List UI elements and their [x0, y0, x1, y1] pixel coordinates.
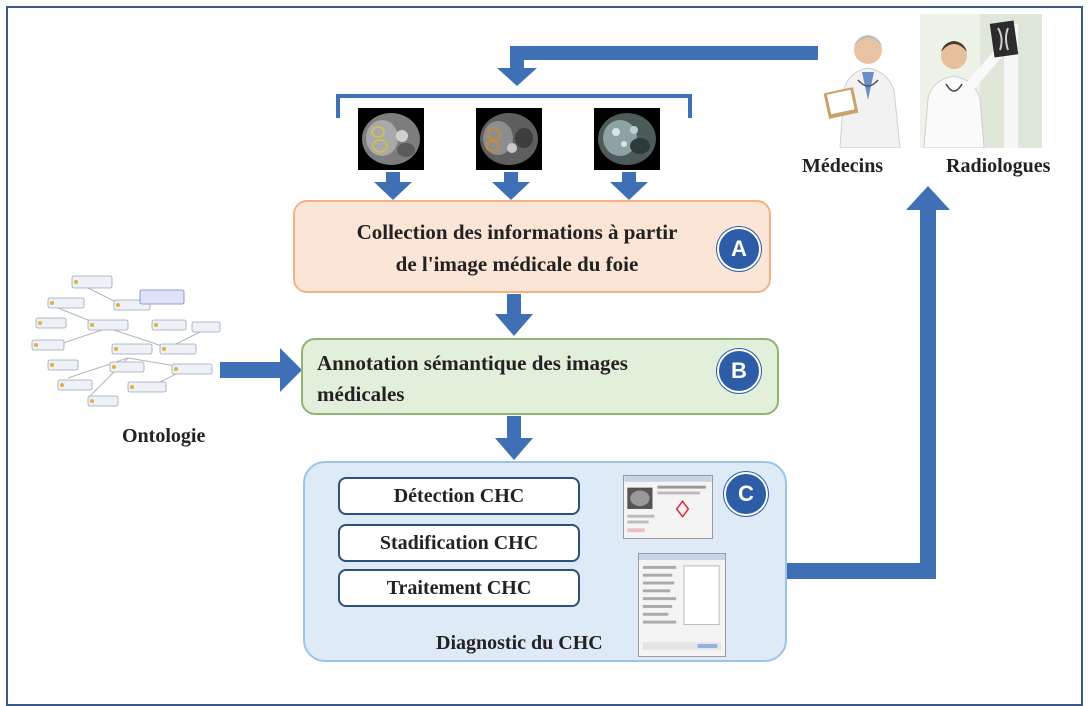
ct-bracket	[336, 94, 692, 118]
arrow-ct1-shaft	[386, 172, 400, 184]
step-a-badge: A	[717, 227, 761, 271]
arrow-b-c-shaft	[507, 416, 521, 440]
arrow-a-b-shaft	[507, 294, 521, 316]
arrow-ct2-shaft	[504, 172, 518, 184]
step-b-line2: médicales	[317, 382, 405, 406]
detection-box: Détection CHC	[338, 477, 580, 515]
arrow-ct1-head	[374, 182, 412, 200]
arrow-c-out-horizontal	[786, 563, 936, 579]
step-b-text: Annotation sémantique des images médical…	[317, 348, 737, 410]
step-b-badge: B	[717, 349, 761, 393]
step-c-badge: C	[724, 472, 768, 516]
diagnostic-label: Diagnostic du CHC	[436, 632, 603, 654]
liver-ct-scan-image	[594, 108, 660, 170]
flow-arrows	[220, 46, 950, 579]
diagram: Collection des informations à partir de …	[6, 6, 1083, 706]
arrow-onto-b-shaft	[220, 362, 282, 378]
ontology-label: Ontologie	[122, 425, 206, 447]
arrow-top-vertical	[510, 46, 524, 70]
liver-ct-scan-image	[476, 108, 542, 170]
doctors-label: Médecins	[802, 155, 884, 177]
step-a-line2: de l'image médicale du foie	[395, 252, 639, 276]
arrow-top-head	[497, 68, 537, 86]
arrow-b-c-head	[495, 438, 533, 460]
treatment-box: Traitement CHC	[338, 569, 580, 607]
radiologist-photo	[920, 14, 1042, 148]
step-a-line1: Collection des informations à partir	[356, 220, 678, 244]
doctor-photo	[818, 20, 918, 148]
software-screenshot-image	[623, 475, 713, 539]
arrow-c-out-head	[906, 186, 950, 210]
liver-ct-scan-image	[358, 108, 424, 170]
step-a-box: Collection des informations à partir de …	[293, 200, 771, 293]
arrow-c-out-vertical	[920, 205, 936, 579]
arrow-onto-b-head	[280, 348, 302, 392]
arrow-ct3-head	[610, 182, 648, 200]
step-a-text: Collection des informations à partir de …	[317, 216, 717, 280]
arrow-ct2-head	[492, 182, 530, 200]
arrow-ct3-shaft	[622, 172, 636, 184]
software-screenshot-image	[638, 553, 726, 657]
ontology-graph-image	[31, 275, 221, 407]
arrow-top-horizontal	[510, 46, 820, 60]
step-b-line1: Annotation sémantique des images	[317, 351, 628, 375]
radiologists-label: Radiologues	[946, 155, 1051, 177]
step-b-box: Annotation sémantique des images médical…	[301, 338, 779, 415]
arrow-a-b-head	[495, 314, 533, 336]
staging-box: Stadification CHC	[338, 524, 580, 562]
